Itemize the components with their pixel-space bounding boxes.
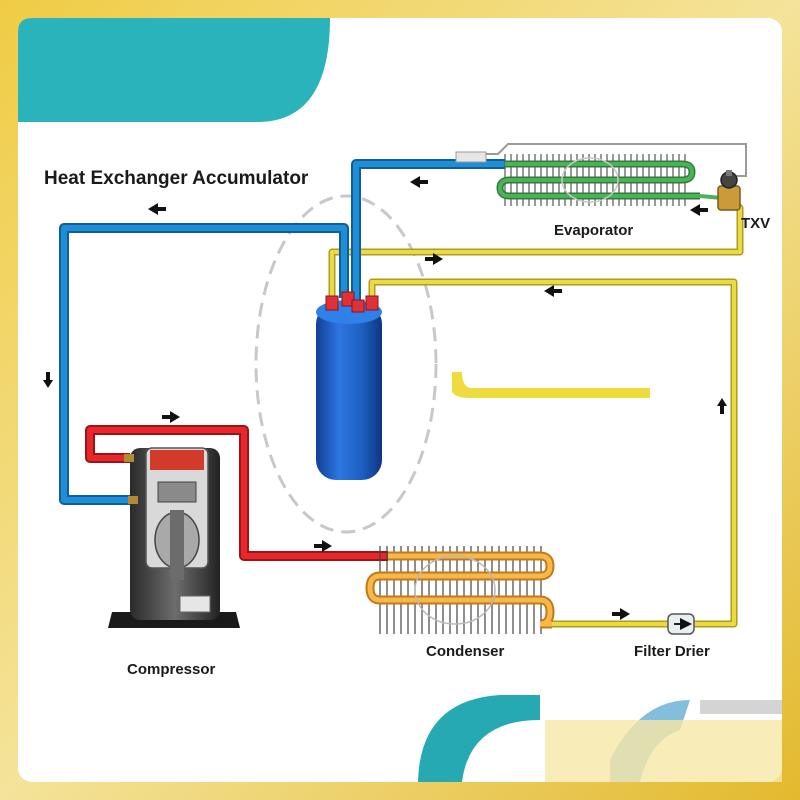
- accumulator: [316, 291, 382, 480]
- flow-arrow: [162, 411, 180, 423]
- suction-line: [59, 159, 505, 505]
- compressor-label: Compressor: [127, 661, 216, 678]
- flow-arrow: [314, 540, 332, 552]
- filter-drier-label: Filter Drier: [634, 643, 710, 660]
- flow-arrow: [612, 608, 630, 620]
- bottom-teal-swoosh: [418, 695, 540, 782]
- condenser-fins: [379, 546, 542, 634]
- evaporator-label: Evaporator: [554, 222, 633, 239]
- condenser: [365, 546, 555, 634]
- filter-drier: [667, 613, 695, 635]
- condenser-label: Condenser: [426, 643, 505, 660]
- diagram-title: Heat Exchanger Accumulator: [44, 168, 309, 189]
- txv-label: TXV: [741, 215, 770, 232]
- bottom-cream-block: [545, 720, 782, 782]
- bottom-dark-strip: [700, 700, 782, 714]
- discharge-line: [85, 425, 388, 561]
- flow-arrow: [410, 176, 428, 188]
- accumulator-fittings: [325, 291, 379, 313]
- flow-arrows: [43, 176, 727, 620]
- flow-arrow: [717, 398, 727, 414]
- flow-arrow: [690, 204, 708, 216]
- teal-banner: [18, 18, 330, 122]
- flow-arrow: [148, 203, 166, 215]
- flow-arrow: [425, 253, 443, 265]
- flow-arrow: [43, 372, 53, 388]
- txv-valve: [717, 170, 741, 211]
- compressor: [108, 447, 240, 628]
- flow-arrow: [544, 285, 562, 297]
- yellow-ghost-bar: [452, 372, 650, 398]
- accumulator-highlight-ellipse: [254, 194, 438, 534]
- evaporator: [455, 143, 747, 206]
